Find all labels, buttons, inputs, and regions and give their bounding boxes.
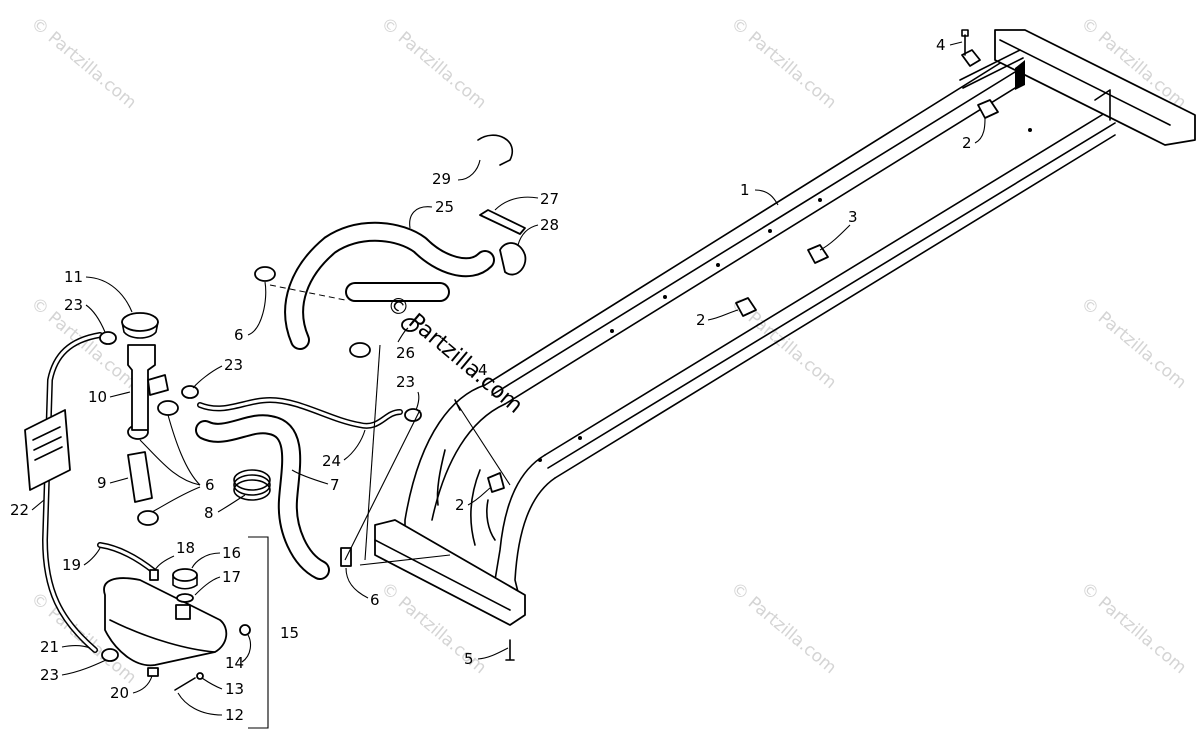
hose-25	[284, 221, 495, 350]
callout-label: 17	[222, 568, 241, 586]
callout-label: 7	[330, 476, 340, 494]
callout-label: 23	[224, 356, 243, 374]
watermark: © Partzilla.com	[377, 14, 490, 114]
callout-label: 2	[455, 496, 465, 514]
watermark: © Partzilla.com	[727, 14, 840, 114]
watermark: © Partzilla.com	[727, 579, 840, 679]
callout-label: 26	[396, 344, 415, 362]
screw-4	[454, 399, 461, 411]
coolant-reservoir-15	[103, 568, 251, 691]
callout-label: 20	[110, 684, 129, 702]
callout-label: 2	[962, 134, 972, 152]
callout-label: 16	[222, 544, 241, 562]
clamp-6	[127, 266, 352, 567]
callout-label: 14	[225, 654, 244, 672]
callout-label: 28	[540, 216, 559, 234]
watermark: © Partzilla.com	[1077, 294, 1190, 394]
callout-label: 4	[478, 361, 488, 379]
callout-label: 29	[432, 170, 451, 188]
callout-label: 11	[64, 268, 83, 286]
screw-4	[961, 29, 969, 56]
watermark-layer: © Partzilla.com © Partzilla.com © Partzi…	[27, 14, 1190, 689]
warning-tag	[24, 409, 71, 491]
callout-label: 23	[40, 666, 59, 684]
callout-label: 22	[10, 501, 29, 519]
callout-label: 4	[936, 36, 946, 54]
callout-label: 15	[280, 624, 299, 642]
hose-7	[195, 414, 330, 580]
callout-label: 12	[225, 706, 244, 724]
spring-clamp-8	[233, 469, 271, 501]
clamp-29	[477, 134, 513, 166]
callout-label: 27	[540, 190, 559, 208]
callout-label: 6	[205, 476, 215, 494]
clip-nut-3	[807, 244, 829, 264]
hose-24	[197, 397, 403, 429]
callout-label: 3	[848, 208, 858, 226]
watermark: © Partzilla.com	[27, 14, 140, 114]
hose-22	[42, 332, 103, 653]
callout-label: 6	[370, 591, 380, 609]
callout-layer: 1 2 2 2 3 4 4 5 6 6 6 7 8	[10, 36, 986, 724]
callout-label: 23	[64, 296, 83, 314]
hose-19	[97, 542, 158, 575]
clip-nut-2	[487, 99, 999, 493]
callout-label: 2	[696, 311, 706, 329]
callout-label: 25	[435, 198, 454, 216]
watermark: © Partzilla.com	[1077, 579, 1190, 679]
callout-label: 19	[62, 556, 81, 574]
callout-label: 6	[234, 326, 244, 344]
clamp-26	[349, 318, 419, 358]
callout-label: 18	[176, 539, 195, 557]
callout-label: 24	[322, 452, 341, 470]
screw-5	[505, 639, 515, 661]
bracket-28	[499, 242, 527, 276]
watermark: © Partzilla.com	[27, 294, 140, 394]
radiator-cap-11	[121, 312, 159, 339]
callout-label: 1	[740, 181, 750, 199]
callout-label: 8	[204, 504, 214, 522]
clamp-23	[99, 331, 422, 662]
callout-label: 13	[225, 680, 244, 698]
callout-label: 21	[40, 638, 59, 656]
hose-9	[127, 451, 153, 503]
frame-rail	[374, 29, 1196, 626]
screw-4	[961, 49, 981, 67]
callout-label: 9	[97, 474, 107, 492]
callout-label: 5	[464, 650, 474, 668]
callout-label: 23	[396, 373, 415, 391]
filler-neck-10	[127, 344, 169, 431]
callout-label: 10	[88, 388, 107, 406]
bolt-27	[479, 209, 526, 235]
